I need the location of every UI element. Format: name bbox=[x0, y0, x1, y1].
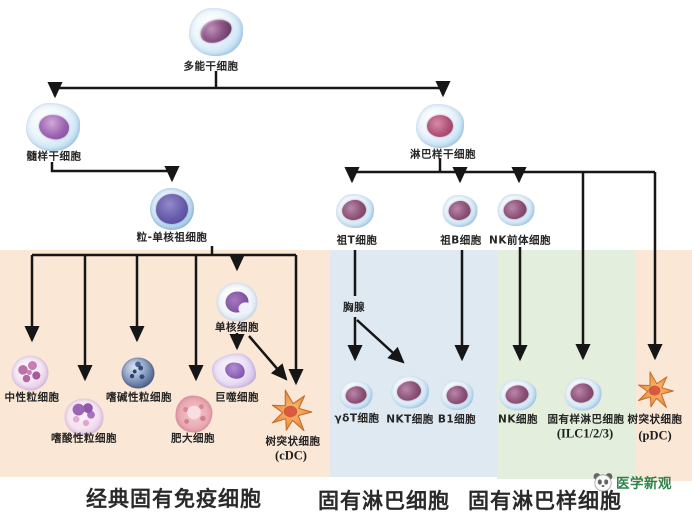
dendritic-cell-cdc-icon bbox=[271, 389, 313, 432]
neutrophil-icon bbox=[11, 355, 49, 391]
footer-innate-lymphoid-cells: 固有淋巴样细胞 bbox=[468, 489, 622, 513]
label-gmp: 粒-单核祖细胞 bbox=[136, 231, 208, 244]
label-pro-t-cell: 祖T细胞 bbox=[336, 234, 378, 247]
pro-t-cell-icon bbox=[336, 194, 374, 228]
nkt-cell-icon bbox=[391, 375, 429, 409]
pluripotent-stem-cell-icon bbox=[189, 8, 243, 56]
pro-b-cell-icon bbox=[442, 195, 478, 227]
footer-classic-innate-cells: 经典固有免疫细胞 bbox=[86, 487, 262, 511]
label-nk: NK细胞 bbox=[498, 413, 538, 426]
label-lymphoid-stem-cell: 淋巴样干细胞 bbox=[410, 148, 476, 161]
footer-innate-lymphocytes: 固有淋巴细胞 bbox=[318, 489, 450, 513]
granulocyte-monocyte-progenitor-icon bbox=[150, 188, 194, 230]
nk-precursor-cell-icon bbox=[497, 194, 535, 226]
label-ilc: 固有样淋巴细胞 bbox=[547, 413, 625, 426]
basophil-icon bbox=[121, 357, 155, 389]
label-ilc-sub: (ILC1/2/3) bbox=[556, 426, 614, 441]
gamma-delta-t-cell-icon bbox=[339, 380, 373, 410]
watermark: 医学新观 bbox=[592, 472, 672, 492]
label-pro-b-cell: 祖B细胞 bbox=[440, 234, 482, 247]
label-b1: B1细胞 bbox=[437, 413, 477, 426]
label-gamma-delta-t: γδT细胞 bbox=[334, 412, 380, 425]
label-thymus: 胸腺 bbox=[343, 301, 365, 314]
label-nkt: NKT细胞 bbox=[386, 413, 434, 426]
myeloid-stem-cell-icon bbox=[26, 103, 80, 151]
monocyte-icon bbox=[216, 282, 258, 322]
eosinophil-icon bbox=[64, 398, 104, 436]
label-pluripotent-stem-cell: 多能干细胞 bbox=[183, 60, 239, 73]
label-monocyte: 单核细胞 bbox=[215, 321, 259, 334]
label-myeloid-stem-cell: 髓样干细胞 bbox=[26, 150, 82, 163]
label-mast: 肥大细胞 bbox=[171, 432, 215, 445]
label-pdc-sub: (pDC) bbox=[638, 428, 672, 443]
label-pdc: 树突状细胞 bbox=[627, 413, 683, 426]
arrow-thymus-to-nkt bbox=[356, 319, 405, 364]
section-innate-lymphocyte-band bbox=[330, 250, 497, 477]
label-macrophage: 巨噬细胞 bbox=[215, 391, 259, 404]
label-nk-precursor: NK前体细胞 bbox=[489, 234, 551, 247]
watermark-text: 医学新观 bbox=[616, 476, 672, 492]
mast-cell-icon bbox=[175, 395, 213, 433]
label-cdc-sub: (cDC) bbox=[275, 448, 307, 463]
arrow-myeloid-to-gmp bbox=[50, 162, 180, 183]
label-cdc: 树突状细胞 bbox=[265, 435, 321, 448]
connector-group bbox=[24, 71, 663, 386]
nk-cell-icon bbox=[499, 379, 537, 411]
b1-cell-icon bbox=[440, 380, 474, 410]
ilc-cell-icon bbox=[564, 377, 602, 411]
lymphoid-stem-cell-icon bbox=[416, 104, 464, 148]
macrophage-icon bbox=[212, 353, 256, 389]
panda-logo-icon bbox=[593, 473, 613, 492]
arrow-monocyte-to-cdc bbox=[248, 335, 288, 381]
dendritic-cell-pdc-icon bbox=[638, 371, 674, 408]
section-pdc-band bbox=[636, 250, 692, 481]
label-neutrophil: 中性粒细胞 bbox=[4, 391, 60, 404]
label-eosinophil: 嗜酸性粒细胞 bbox=[51, 432, 117, 445]
label-basophil: 嗜碱性粒细胞 bbox=[106, 391, 172, 404]
